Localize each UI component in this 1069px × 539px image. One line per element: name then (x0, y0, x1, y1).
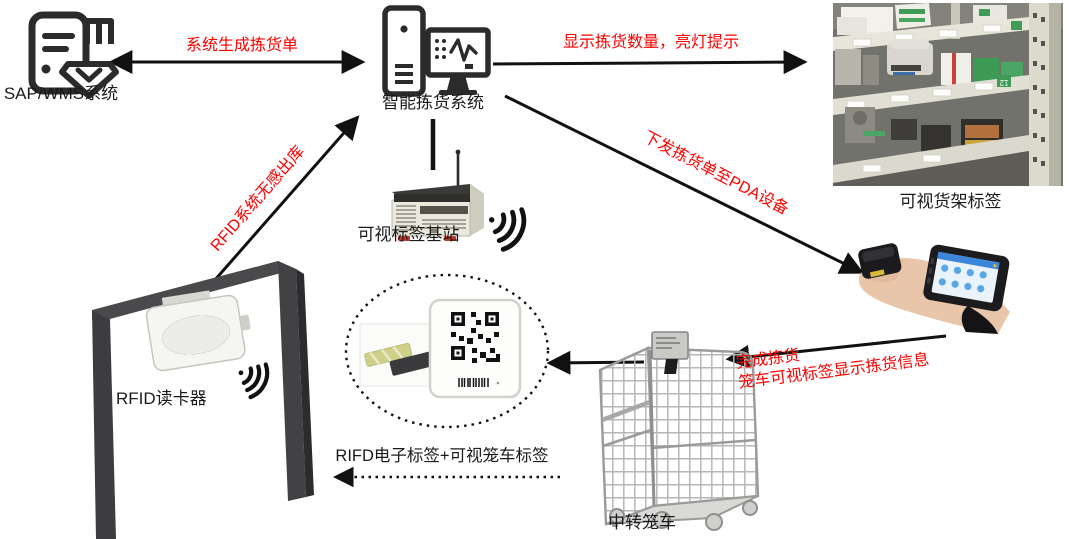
vent-grille (396, 205, 416, 231)
printer-object (887, 39, 933, 75)
qr-code (451, 312, 500, 363)
picking-system-label: 智能拣货系统 (382, 93, 484, 112)
wrist-terminal (923, 244, 1010, 312)
station-signal-icon (478, 198, 528, 252)
base-station-icon (378, 142, 523, 242)
tag-group-label: RIFD电子标签+可视笼车标签 (335, 447, 549, 465)
edge-pda-cage-arrow (725, 334, 947, 369)
cage-cart-label: 中转笼车 (608, 513, 676, 532)
shelf-labels-row2: 12 (846, 75, 1011, 109)
picking-system-icon (375, 2, 493, 98)
shelf-photo: 12 (833, 3, 1063, 186)
rfid-reader-label: RFID读卡器 (116, 389, 207, 408)
sap-wms-icon (16, 6, 119, 99)
wrist-strap (961, 306, 998, 334)
tag-group-dotted-ellipse (344, 273, 550, 429)
ring-scanner (858, 243, 902, 279)
rfid-tags-photo (359, 322, 441, 390)
sap-label: SAP/WMS系统 (3, 84, 119, 103)
cage-screen (651, 331, 689, 374)
qr-cage-label (428, 298, 526, 402)
post-holes (1033, 13, 1045, 166)
pda-photo (848, 243, 1013, 336)
base-station-label: 可视标签基站 (357, 225, 460, 244)
edge-label-display: 显示拣货数量，亮灯提示 (562, 34, 739, 51)
barcode (458, 378, 500, 387)
edge-gate-system-arrow (212, 115, 360, 282)
gate-signal-icon (238, 362, 270, 400)
casters (609, 500, 758, 531)
edge-system-pda-arrow (504, 94, 865, 274)
shelf-photo-label: 可视货架标签 (899, 192, 1002, 211)
edge-system-shelf-arrow (492, 50, 808, 75)
shelf-labels-row1 (852, 21, 1022, 47)
shelf-corner-tag: 12 (999, 78, 1008, 87)
rfid-antenna-box (145, 290, 251, 372)
cage-cart-icon (590, 328, 770, 531)
rfid-gate (80, 255, 315, 539)
edge-label-generate: 系统生成拣货单 (185, 37, 298, 54)
